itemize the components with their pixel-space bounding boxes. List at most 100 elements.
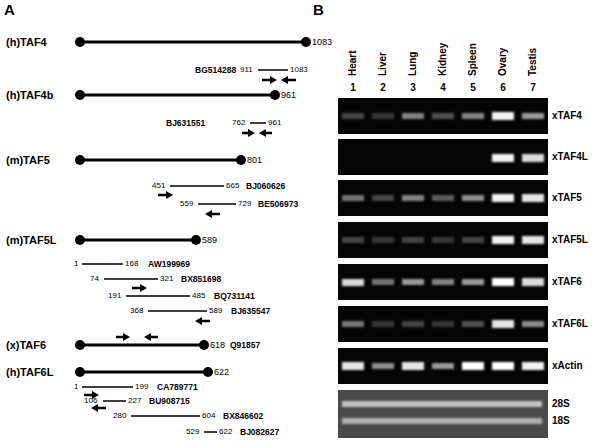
gene-end-dot bbox=[270, 90, 280, 100]
tissue-name: Heart bbox=[347, 50, 359, 76]
gel-row-label: xActin bbox=[552, 360, 583, 372]
residue-number: 199 bbox=[135, 381, 148, 393]
gene-name: (h)TAF4b bbox=[6, 89, 53, 101]
tissue-name: Testis bbox=[527, 48, 539, 76]
gene-line bbox=[80, 42, 306, 372]
residue-number: 485 bbox=[192, 290, 205, 302]
residue-number: 762 bbox=[232, 117, 245, 129]
est-segment bbox=[126, 295, 190, 297]
gene-end-dot bbox=[75, 340, 85, 350]
gel-panel bbox=[338, 222, 548, 258]
est-accession: BG514288 bbox=[195, 64, 236, 76]
gel-band bbox=[342, 237, 364, 243]
gel-band bbox=[402, 237, 424, 243]
primer-arrow bbox=[132, 287, 141, 290]
lane-number: 4 bbox=[440, 82, 446, 94]
primer-arrow bbox=[158, 194, 167, 197]
gene-name: (h)TAF6L bbox=[6, 366, 53, 378]
primer-arrow bbox=[116, 336, 124, 339]
est-accession: CA789771 bbox=[157, 381, 198, 393]
gel-panel bbox=[338, 390, 548, 438]
gel-band bbox=[342, 112, 544, 370]
est-segment bbox=[82, 70, 288, 432]
gene-line bbox=[80, 159, 241, 162]
gel-panel bbox=[338, 98, 548, 134]
residue-number: 1 bbox=[74, 258, 78, 270]
gel-band bbox=[492, 278, 514, 286]
tissue-name: Liver bbox=[377, 52, 389, 76]
gel-band bbox=[522, 321, 544, 327]
primer-arrow bbox=[97, 407, 106, 410]
gene-name: (m)TAF5L bbox=[6, 234, 57, 246]
est-segment bbox=[131, 415, 200, 417]
gel-band bbox=[462, 237, 484, 243]
lane-number: 6 bbox=[500, 82, 506, 94]
est-accession: BJ060626 bbox=[246, 180, 285, 192]
rrna-band bbox=[342, 401, 542, 424]
gel-band bbox=[522, 278, 544, 286]
est-accession: Q91857 bbox=[230, 339, 260, 351]
est-segment bbox=[204, 431, 217, 433]
gel-band bbox=[522, 154, 544, 162]
gene-line bbox=[80, 371, 208, 374]
est-accession: BJ631551 bbox=[166, 117, 205, 129]
gel-band bbox=[492, 320, 514, 328]
residue-number: 168 bbox=[125, 258, 138, 270]
residue-number: 589 bbox=[202, 234, 217, 246]
residue-number: 589 bbox=[209, 305, 222, 317]
gel-band bbox=[402, 195, 424, 201]
gel-band bbox=[402, 113, 424, 119]
residue-number: 1 bbox=[74, 381, 78, 393]
est-segment bbox=[82, 263, 123, 265]
residue-number: 618 bbox=[210, 339, 225, 351]
gel-band bbox=[342, 113, 364, 119]
gel-band bbox=[432, 195, 454, 201]
est-segment bbox=[198, 203, 236, 205]
gel-band bbox=[522, 194, 544, 202]
gel-band bbox=[492, 236, 514, 244]
primer-arrow bbox=[265, 132, 272, 135]
est-segment bbox=[82, 386, 133, 388]
primer-arrow bbox=[91, 404, 98, 412]
gel-band bbox=[402, 321, 424, 327]
gel-band bbox=[342, 362, 364, 370]
residue-number: 911 bbox=[240, 64, 253, 76]
gene-end-dot bbox=[75, 37, 85, 47]
gel-band bbox=[372, 113, 394, 119]
gene-name: (m)TAF5 bbox=[6, 154, 50, 166]
primer-arrow bbox=[270, 76, 277, 84]
gene-name: (x)TAF6 bbox=[6, 339, 46, 351]
panel-letter: B bbox=[313, 4, 324, 16]
primer-arrow bbox=[84, 394, 93, 397]
gel-panel bbox=[338, 264, 548, 300]
residue-number: 961 bbox=[281, 89, 296, 101]
residue-number: 321 bbox=[160, 273, 173, 285]
gel-band bbox=[522, 236, 544, 244]
gel-panel bbox=[338, 180, 548, 216]
residue-number: 368 bbox=[130, 305, 143, 317]
tissue-name: Lung bbox=[407, 52, 419, 76]
primer-arrow bbox=[166, 191, 173, 199]
primer-arrow bbox=[211, 213, 220, 216]
residue-number: 529 bbox=[186, 426, 199, 438]
est-accession: BX846602 bbox=[223, 410, 263, 422]
gel-band bbox=[342, 321, 364, 327]
gel-panel bbox=[338, 98, 548, 438]
gel-band bbox=[462, 279, 484, 285]
tissue-name: Ovary bbox=[497, 48, 509, 76]
est-accession: BX851698 bbox=[181, 273, 221, 285]
lane-number: 7 bbox=[530, 82, 536, 94]
gel-panel bbox=[338, 139, 548, 175]
gel-band bbox=[372, 363, 394, 369]
panel-letter: A bbox=[4, 4, 15, 16]
gel-band bbox=[342, 195, 364, 201]
residue-number: 227 bbox=[128, 395, 141, 407]
gel-band bbox=[402, 362, 424, 370]
lane-number: 3 bbox=[410, 82, 416, 94]
residue-number: 622 bbox=[214, 366, 229, 378]
est-accession: BJ082627 bbox=[240, 426, 279, 438]
gel-band bbox=[492, 362, 514, 370]
gene-end-dot bbox=[75, 367, 85, 377]
gel-panel bbox=[338, 306, 548, 342]
gel-row-label: xTAF6 bbox=[552, 276, 582, 288]
